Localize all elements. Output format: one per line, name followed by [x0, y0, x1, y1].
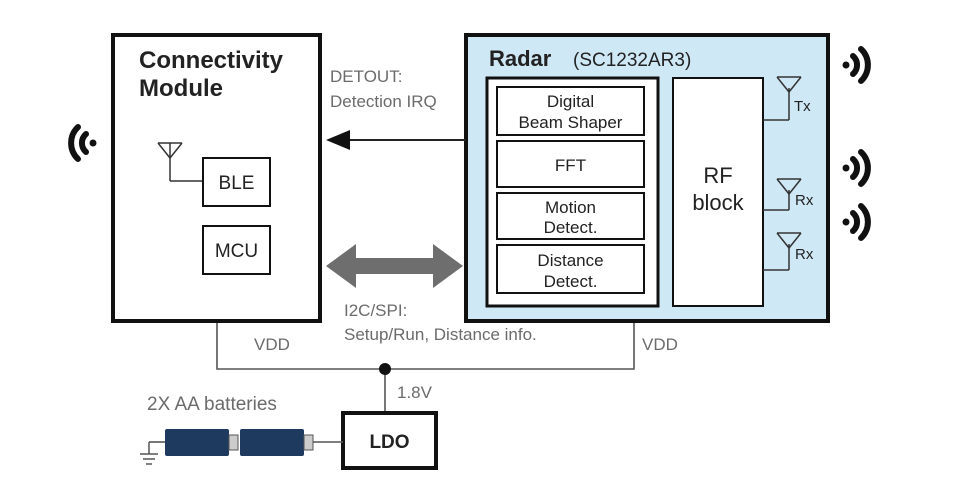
antenna-icon — [157, 142, 203, 182]
ble-box — [202, 157, 271, 207]
ldo-label: LDO — [369, 432, 409, 453]
battery-1-icon — [165, 429, 239, 456]
digital-beam-shaper-line2: Beam Shaper — [519, 113, 623, 132]
rx-label-1: Rx — [795, 192, 814, 209]
detout-label-line1: DETOUT: — [330, 67, 402, 86]
rf-block-line2: block — [692, 190, 744, 215]
vdd-left-label: VDD — [254, 335, 290, 354]
ground-icon — [140, 442, 158, 465]
detout-arrowhead — [326, 130, 350, 150]
connectivity-title-line1: Connectivity — [139, 47, 284, 74]
motion-detect-box — [496, 192, 645, 240]
bus-label-line1: I2C/SPI: — [344, 301, 407, 320]
fft-box — [496, 140, 645, 188]
motion-detect-line1: Motion — [545, 198, 596, 217]
wifi-left-icon — [68, 124, 97, 162]
connectivity-title-line2: Module — [139, 75, 223, 102]
rf-block-line1: RF — [703, 163, 732, 188]
ldo-box — [341, 411, 438, 470]
distance-detect-box — [496, 244, 645, 294]
detout-label-line2: Detection IRQ — [330, 92, 437, 111]
rx-antenna-2-icon — [763, 232, 802, 271]
mcu-label: MCU — [215, 241, 258, 262]
bus-label-line2: Setup/Run, Distance info. — [344, 325, 537, 344]
vdd-right-label: VDD — [642, 335, 678, 354]
voltage-label: 1.8V — [397, 383, 433, 402]
radar-title: Radar — [489, 46, 552, 71]
rx-antenna-1-icon — [763, 178, 802, 211]
distance-detect-line1: Distance — [537, 251, 603, 270]
wifi-right-top-icon — [842, 46, 871, 84]
wifi-right-bottom-icon — [842, 203, 871, 241]
batteries-label: 2X AA batteries — [147, 394, 277, 415]
tx-antenna-icon — [763, 76, 802, 121]
wifi-right-middle-icon — [842, 149, 871, 187]
radar-model: (SC1232AR3) — [573, 50, 691, 71]
mcu-box — [202, 225, 271, 275]
digital-beam-shaper-line1: Digital — [547, 92, 594, 111]
bus-double-arrow — [326, 244, 463, 288]
vdd-wire — [216, 320, 635, 370]
battery-2-icon — [240, 429, 314, 456]
rf-block-box — [672, 77, 764, 307]
tx-label: Tx — [794, 98, 811, 115]
motion-detect-line2: Detect. — [544, 218, 598, 237]
digital-beam-shaper-box — [496, 86, 645, 136]
rx-label-2: Rx — [795, 246, 814, 263]
junction-dot — [379, 363, 391, 375]
ble-label: BLE — [219, 173, 255, 194]
fft-label: FFT — [555, 156, 586, 175]
distance-detect-line2: Detect. — [544, 272, 598, 291]
